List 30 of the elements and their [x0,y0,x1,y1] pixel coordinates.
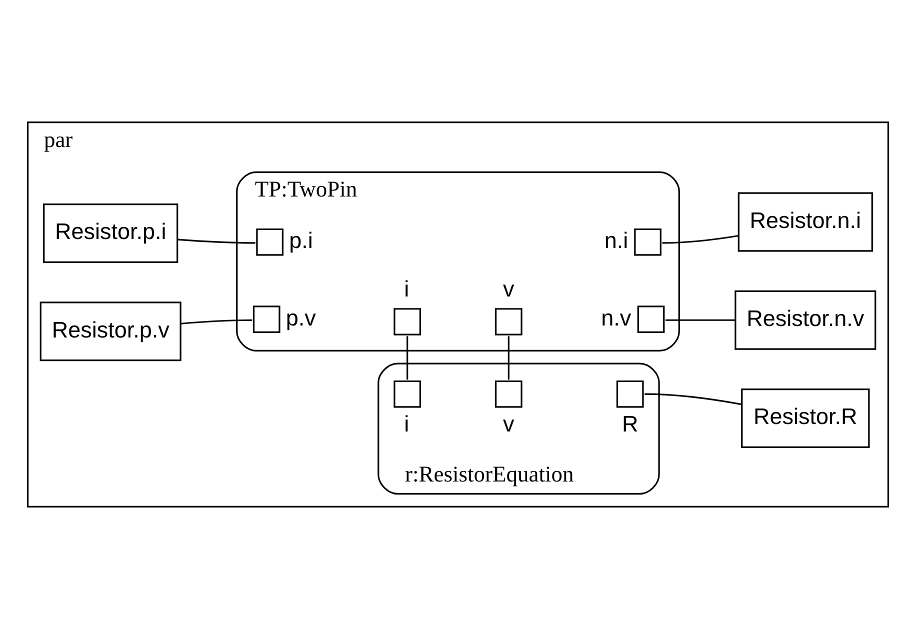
node-box [495,308,522,335]
node-box [634,228,662,256]
node-label: v [503,276,514,301]
node-box: Resistor.n.v [734,290,876,350]
node-box [256,228,284,256]
node-box [394,308,421,335]
node-label: p.v [286,304,316,330]
node-label: v [503,410,514,436]
connector [662,234,739,244]
connector [406,336,408,380]
node-box [394,380,421,408]
node-label: n.v [601,304,632,330]
connector [508,336,510,380]
connector [178,238,256,244]
node-box [495,380,522,408]
node-box [252,305,280,332]
node-label: n.i [604,228,628,253]
connector [644,392,742,405]
node-label: i [404,410,410,436]
node-label: i [404,276,410,301]
connector [665,318,735,320]
node-box: Resistor.p.v [40,301,182,361]
node-label: p.i [289,228,313,253]
node-box: Resistor.R [741,388,870,448]
node-box: Resistor.p.i [43,203,178,263]
node-label: R [622,410,638,436]
node-box [616,380,644,408]
connector [181,318,252,324]
node-box [637,305,665,332]
node-box: Resistor.n.i [738,192,873,252]
